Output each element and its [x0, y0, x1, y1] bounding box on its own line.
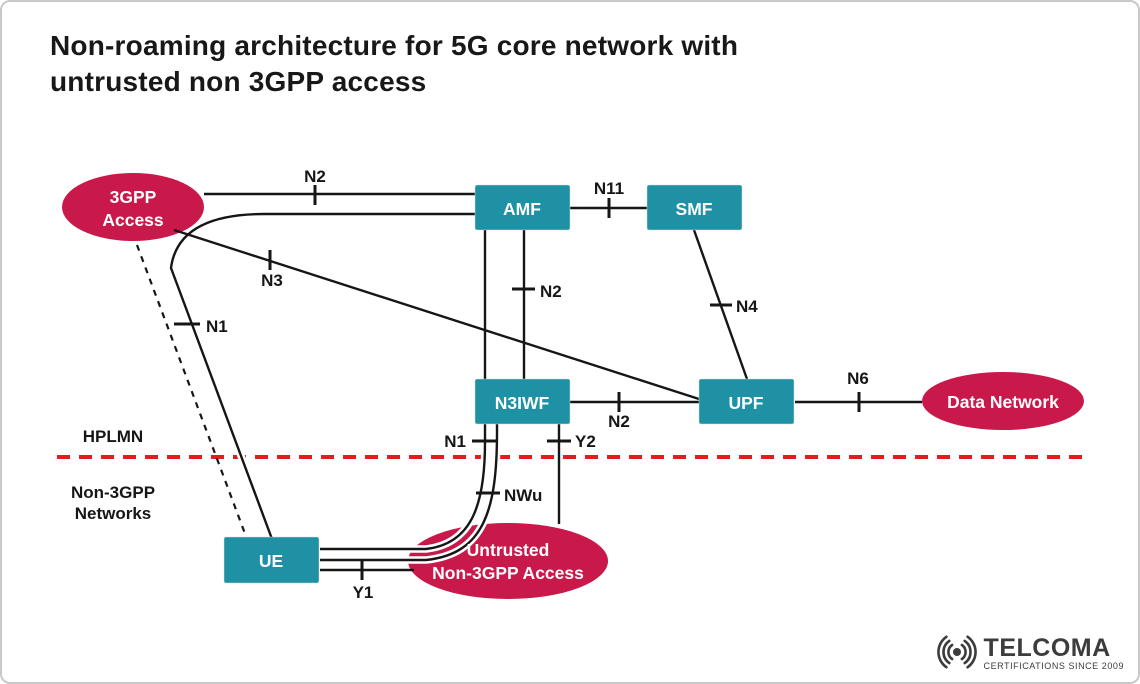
- node-3gpp-access-label-2: Access: [102, 210, 164, 230]
- node-3gpp-access-label-1: 3GPP: [110, 187, 157, 207]
- edges: [169, 192, 922, 572]
- node-smf-label: SMF: [676, 199, 713, 219]
- signal-icon: [936, 635, 977, 669]
- label-non3gpp-1: Non-3GPP: [71, 483, 155, 502]
- nf-boxes: [223, 184, 795, 584]
- label-n4: N4: [736, 297, 758, 316]
- logo-tagline: CERTIFICATIONS SINCE 2009: [983, 660, 1124, 671]
- node-ue-label: UE: [259, 551, 283, 571]
- casing-n1-left: [167, 210, 475, 541]
- node-n3iwf: [474, 378, 571, 425]
- node-upf: [698, 378, 795, 425]
- node-n3iwf-label: N3IWF: [495, 393, 550, 413]
- edge-n1-mid: [320, 230, 487, 551]
- label-non3gpp-2: Networks: [75, 504, 152, 523]
- node-upf-label: UPF: [729, 393, 764, 413]
- label-n1-left: N1: [206, 317, 228, 336]
- label-n6: N6: [847, 369, 869, 388]
- label-n11: N11: [594, 179, 624, 198]
- label-n2-mid: N2: [540, 282, 562, 301]
- edge-casings: [167, 210, 501, 564]
- label-hplmn: HPLMN: [83, 427, 143, 446]
- edge-n3: [173, 228, 700, 401]
- label-nwu: NWu: [504, 486, 542, 505]
- label-y2: Y2: [575, 432, 596, 451]
- node-untrusted-non3gpp-access: [408, 523, 608, 599]
- node-labels: AMF SMF N3IWF UPF UE 3GPP Access Untrust…: [102, 187, 1059, 583]
- edge-3gpp-ue-dashed: [135, 244, 249, 540]
- edge-n1-left: [169, 212, 475, 540]
- node-amf: [474, 184, 571, 231]
- node-data-network-label: Data Network: [947, 392, 1059, 412]
- label-n1-mid: N1: [444, 432, 466, 451]
- node-untrusted-label-2: Non-3GPP Access: [432, 563, 584, 583]
- node-data-network: [922, 372, 1084, 430]
- telcoma-logo: TELCOMA CERTIFICATIONS SINCE 2009: [934, 634, 1124, 672]
- node-amf-label: AMF: [503, 199, 541, 219]
- title-line-1: Non-roaming architecture for 5G core net…: [50, 30, 739, 61]
- title-line-2: untrusted non 3GPP access: [50, 66, 427, 97]
- label-n2-top: N2: [304, 167, 326, 186]
- label-n3: N3: [261, 271, 283, 290]
- edge-nwu: [320, 424, 499, 562]
- page-title: Non-roaming architecture for 5G core net…: [50, 28, 738, 100]
- node-ue: [223, 536, 320, 584]
- logo-name: TELCOMA: [983, 633, 1111, 662]
- interface-labels: N2 N11 N3 N2 N4 N1 N6 N2 N1 Y2 NWu Y1: [206, 167, 869, 602]
- label-n2-right: N2: [608, 412, 630, 431]
- node-smf: [646, 184, 743, 231]
- label-y1: Y1: [353, 583, 374, 602]
- node-3gpp-access: [62, 173, 204, 241]
- node-untrusted-label-1: Untrusted: [467, 540, 550, 560]
- edge-ticks: [174, 185, 861, 580]
- region-labels: HPLMN Non-3GPP Networks: [71, 427, 155, 523]
